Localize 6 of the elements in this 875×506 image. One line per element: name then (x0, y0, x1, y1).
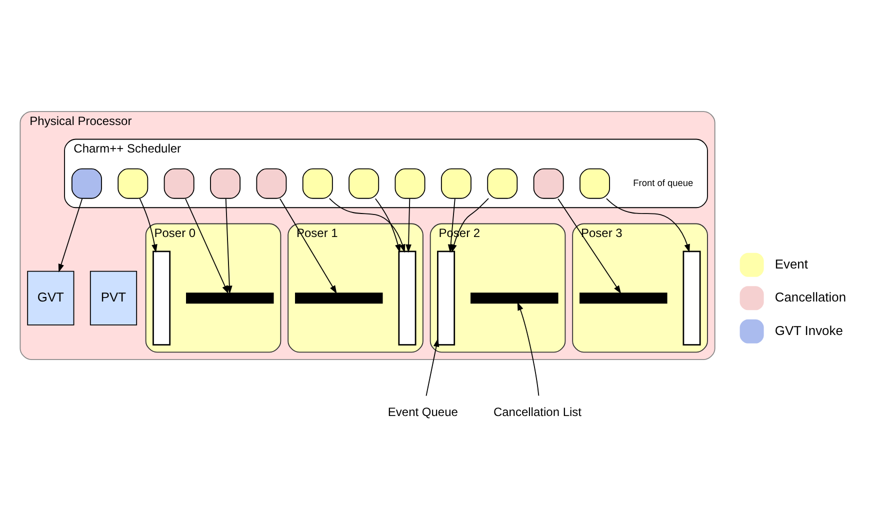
legend-label: Event (774, 256, 808, 271)
node-text: Event Queue (388, 404, 458, 418)
legend-label: GVT Invoke (774, 322, 843, 338)
node-text: Cancellation List (493, 404, 582, 418)
label: Front of queue (633, 177, 694, 188)
legend-label: Cancellation (774, 289, 846, 304)
